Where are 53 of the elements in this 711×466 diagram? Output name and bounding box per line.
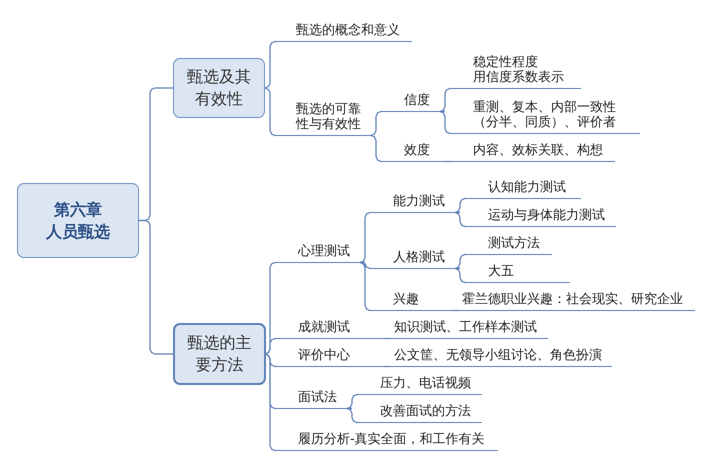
- topic-text: 改善面试的方法: [380, 404, 472, 419]
- connector-line: [264, 353, 276, 452]
- connector-line: [359, 212, 372, 264]
- connector-line: [370, 110, 382, 136]
- connector-line: [139, 220, 173, 355]
- connector-line: [454, 268, 466, 284]
- topic-text: 重测、复本、内部一致性（分半、同质）、评价者: [473, 100, 617, 130]
- connector-line: [445, 160, 451, 162]
- topic-text: 认知能力测试: [488, 180, 567, 195]
- connector-line: [359, 262, 372, 312]
- connector-line: [346, 408, 358, 424]
- connector-line: [452, 310, 458, 312]
- topic-text: 履历分析-真实全面，和工作有关: [298, 432, 486, 447]
- connector-line: [370, 134, 382, 162]
- topic-text: 人员甄选: [46, 220, 110, 242]
- connector-line: [346, 394, 358, 410]
- topic-text: 内容、效标关联、构想: [473, 143, 604, 158]
- topic-text: 甄选的概念和意义: [296, 23, 401, 38]
- connector-line: [454, 198, 466, 214]
- topic-text: 大五: [488, 264, 515, 279]
- topic-text: 能力测试: [393, 194, 446, 209]
- topic-text: 压力、电话视频: [380, 376, 472, 391]
- topic-text: 成就测试: [298, 320, 351, 335]
- connector-line: [264, 40, 276, 89]
- topic-text: 公文筐、无领导小组讨论、角色扮演: [394, 348, 603, 363]
- topic-text: 稳定性程度: [473, 55, 539, 70]
- connector-line: [384, 338, 390, 340]
- topic-text: 信度: [404, 93, 431, 108]
- topic-text: 兴趣: [393, 292, 420, 307]
- connector-line: [264, 87, 276, 136]
- topic-text: 用信度系数表示: [473, 70, 565, 85]
- topic-box: [173, 58, 265, 118]
- topic-box: [173, 323, 266, 385]
- connector-line: [454, 254, 466, 270]
- topic-box: [17, 183, 139, 258]
- topic-text: 效度: [404, 143, 431, 158]
- topic-text: 运动与身体能力测试: [488, 208, 606, 223]
- topic-text: 第六章: [54, 198, 102, 220]
- topic-text: 心理测试: [298, 244, 351, 259]
- topic-text: 甄选及其有效性: [186, 66, 252, 110]
- topic-text: 面试法: [298, 390, 338, 405]
- connector-line: [439, 110, 452, 134]
- topic-text: 知识测试、工作样本测试: [394, 320, 538, 335]
- topic-text: 测试方法: [488, 236, 541, 251]
- connector-line: [454, 212, 466, 228]
- topic-text: 人格测试: [393, 250, 446, 265]
- topic-text: 霍兰德职业兴趣：社会现实、研究企业: [462, 292, 684, 307]
- topic-text: 甄选的主要方法: [187, 332, 252, 376]
- topic-text: 甄选的可靠性与有效性: [296, 102, 362, 132]
- topic-text: 评价中心: [298, 348, 351, 363]
- connector-line: [384, 366, 390, 368]
- connector-line: [264, 338, 276, 355]
- connector-line: [439, 88, 452, 112]
